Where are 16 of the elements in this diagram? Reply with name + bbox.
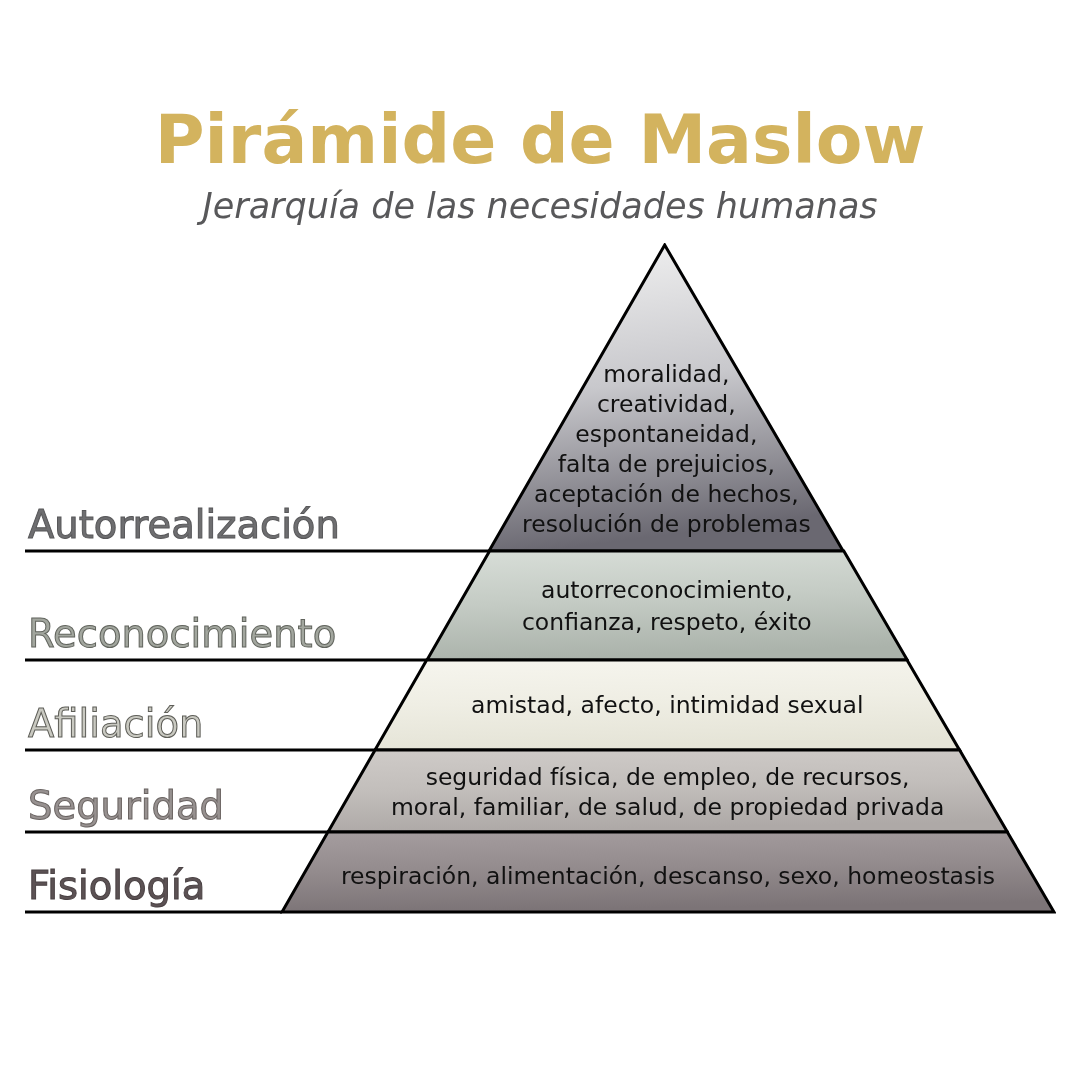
pyramid-tier xyxy=(325,748,1010,834)
tier-text: moralidad, creatividad, espontaneidad, falta de prejuicios, aceptación de hechos, resolución de problemas xyxy=(522,359,811,539)
tier-text: seguridad física, de empleo, de recursos, moral, familiar, de salud, de propiedad privada xyxy=(390,762,945,822)
level-name: Reconocimiento xyxy=(27,611,338,656)
title: Pirámide de Maslow xyxy=(154,102,926,178)
level-name: Fisiología xyxy=(27,863,207,908)
subtitle: Jerarquía de las necesidades humanas xyxy=(194,185,886,229)
pyramid-tier xyxy=(424,549,909,662)
level-name: Seguridad xyxy=(27,783,225,828)
tier-text: amistad, afecto, intimidad sexual xyxy=(471,690,864,720)
tier-text: respiración, alimentación, descanso, sexo, homeostasis xyxy=(340,861,996,891)
level-name: Afiliación xyxy=(27,701,205,746)
level-name: Autorrealización xyxy=(27,502,341,547)
tier-text: autorreconocimiento, confianza, respeto, éxito xyxy=(521,575,812,638)
pyramid-tier xyxy=(280,830,1056,914)
pyramid-tier xyxy=(373,658,962,752)
